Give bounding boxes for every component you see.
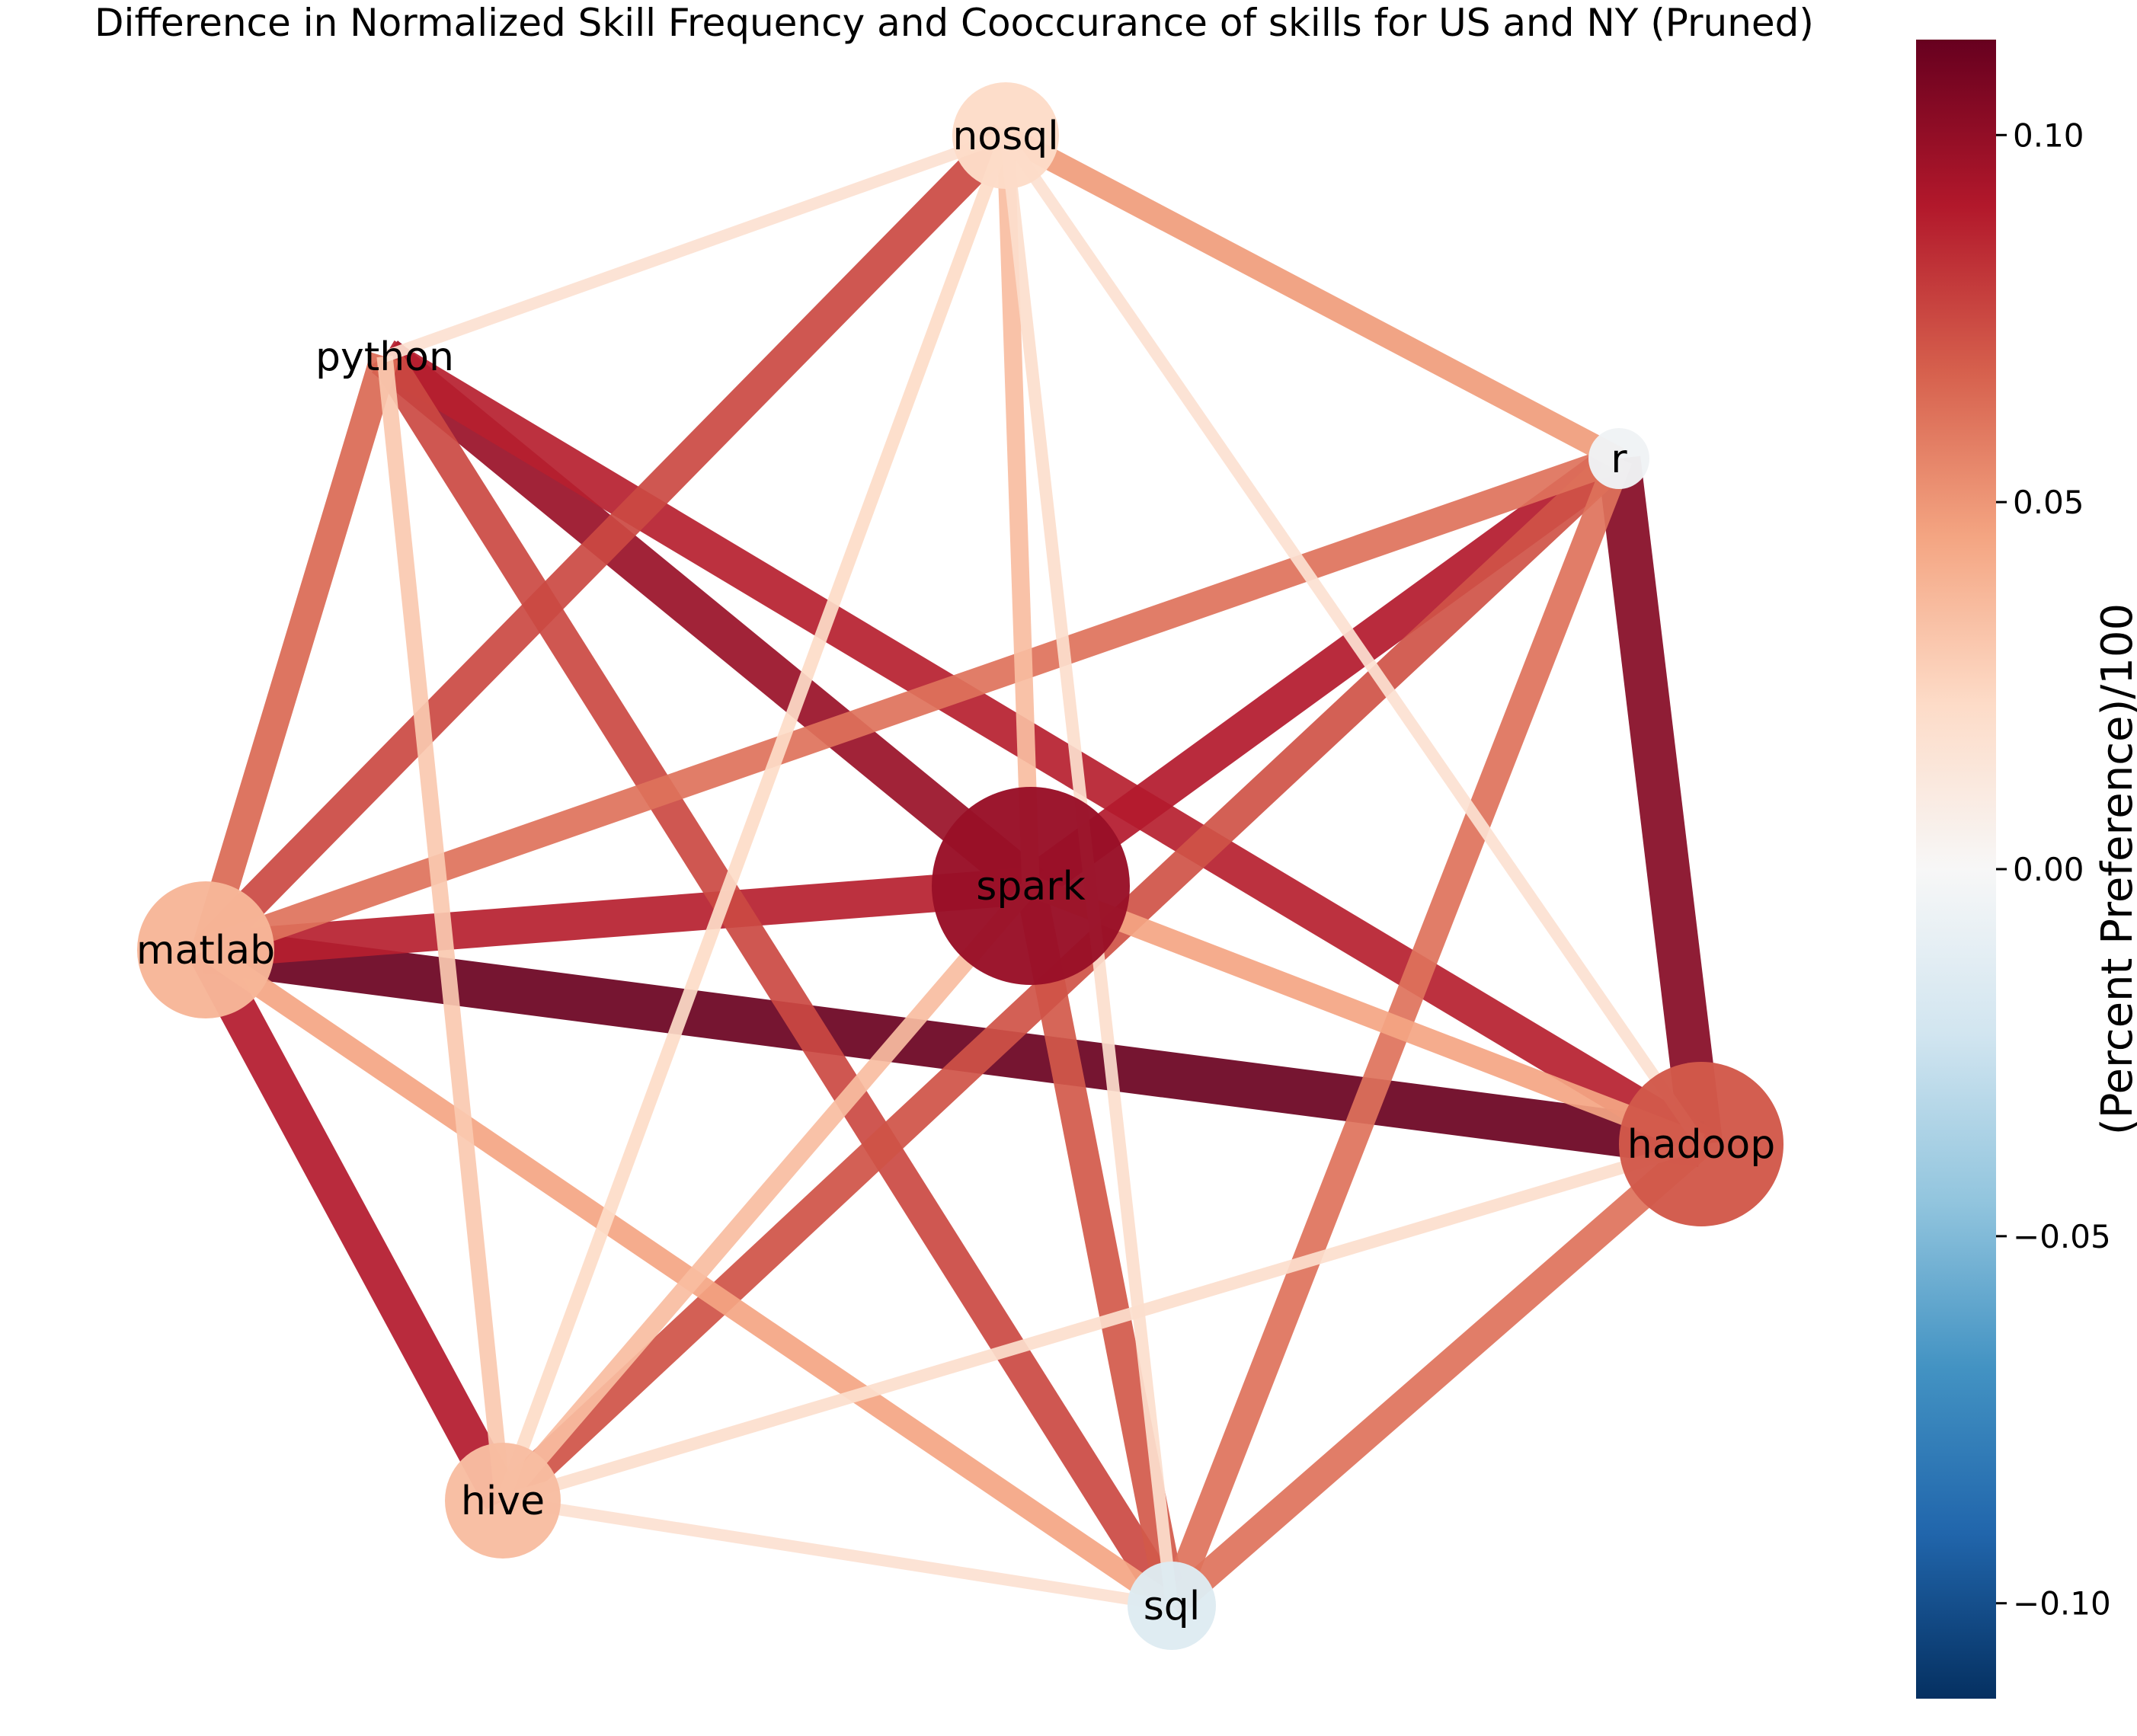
- node-label-spark: spark: [976, 864, 1085, 910]
- node-circle-matlab: [137, 881, 274, 1018]
- colorbar-tick-label: −0.05: [2013, 1218, 2111, 1255]
- edge-python-hadoop: [375, 340, 1711, 1161]
- node-spark: spark: [932, 787, 1130, 985]
- node-circle-nosql: [952, 82, 1059, 189]
- colorbar-ticks: 0.10 0.05 0.00 −0.05 −0.10: [1996, 117, 2111, 1623]
- edge-python-hive: [376, 355, 511, 1502]
- nodes-layer: nosql python r matlab spark hadoop hive sql: [136, 82, 1783, 1650]
- colorbar-tick-label: 0.05: [2013, 484, 2084, 521]
- edge-python-spark: [371, 340, 1045, 902]
- node-label-nosql: nosql: [952, 113, 1058, 159]
- node-circle-sql: [1128, 1562, 1216, 1650]
- chart-title: Difference in Normalized Skill Frequency…: [94, 1, 1814, 45]
- colorbar-tick-label: 0.10: [2013, 117, 2084, 154]
- node-sql: sql: [1128, 1562, 1216, 1650]
- node-hadoop: hadoop: [1619, 1062, 1783, 1226]
- node-label-hadoop: hadoop: [1627, 1122, 1775, 1168]
- node-circle-hadoop: [1619, 1062, 1783, 1226]
- colorbar-gradient: [1916, 40, 1996, 1699]
- edge-matlab-spark: [204, 867, 1032, 969]
- edge-nosql-spark: [997, 135, 1040, 887]
- node-matlab: matlab: [136, 881, 275, 1018]
- edge-nosql-hive: [496, 133, 1013, 1503]
- edge-python-matlab: [191, 352, 399, 954]
- edge-nosql-r: [1000, 125, 1624, 469]
- node-label-hive: hive: [461, 1479, 545, 1524]
- edge-spark-hadoop: [1026, 875, 1706, 1155]
- edge-nosql-python: [382, 129, 1008, 363]
- edge-nosql-hadoop: [1000, 132, 1707, 1148]
- node-hive: hive: [445, 1443, 561, 1559]
- edge-hive-sql: [501, 1495, 1173, 1612]
- node-nosql: nosql: [952, 82, 1059, 189]
- node-python: python: [315, 334, 454, 380]
- edge-r-hadoop: [1597, 456, 1723, 1147]
- edge-nosql-matlab: [194, 124, 1018, 961]
- node-label-matlab: matlab: [136, 928, 275, 974]
- node-r: r: [1588, 428, 1649, 489]
- edge-hive-hadoop: [501, 1138, 1704, 1507]
- edge-spark-hive: [496, 880, 1038, 1507]
- edge-matlab-hive: [188, 941, 520, 1510]
- node-circle-r: [1588, 428, 1649, 489]
- node-circle-hive: [445, 1443, 561, 1559]
- colorbar-label: (Percent Preference)/100: [2093, 603, 2137, 1135]
- node-label-r: r: [1611, 436, 1627, 482]
- skill-network-graph: nosql python r matlab spark hadoop hive sql: [136, 82, 1783, 1650]
- node-label-sql: sql: [1144, 1584, 1201, 1629]
- colorbar-tick-label: −0.10: [2013, 1585, 2111, 1623]
- edge-hadoop-sql: [1162, 1133, 1711, 1616]
- node-label-python: python: [315, 334, 454, 380]
- colorbar-tick-label: 0.00: [2013, 851, 2084, 888]
- edge-python-sql: [370, 347, 1186, 1615]
- node-circle-spark: [932, 787, 1130, 985]
